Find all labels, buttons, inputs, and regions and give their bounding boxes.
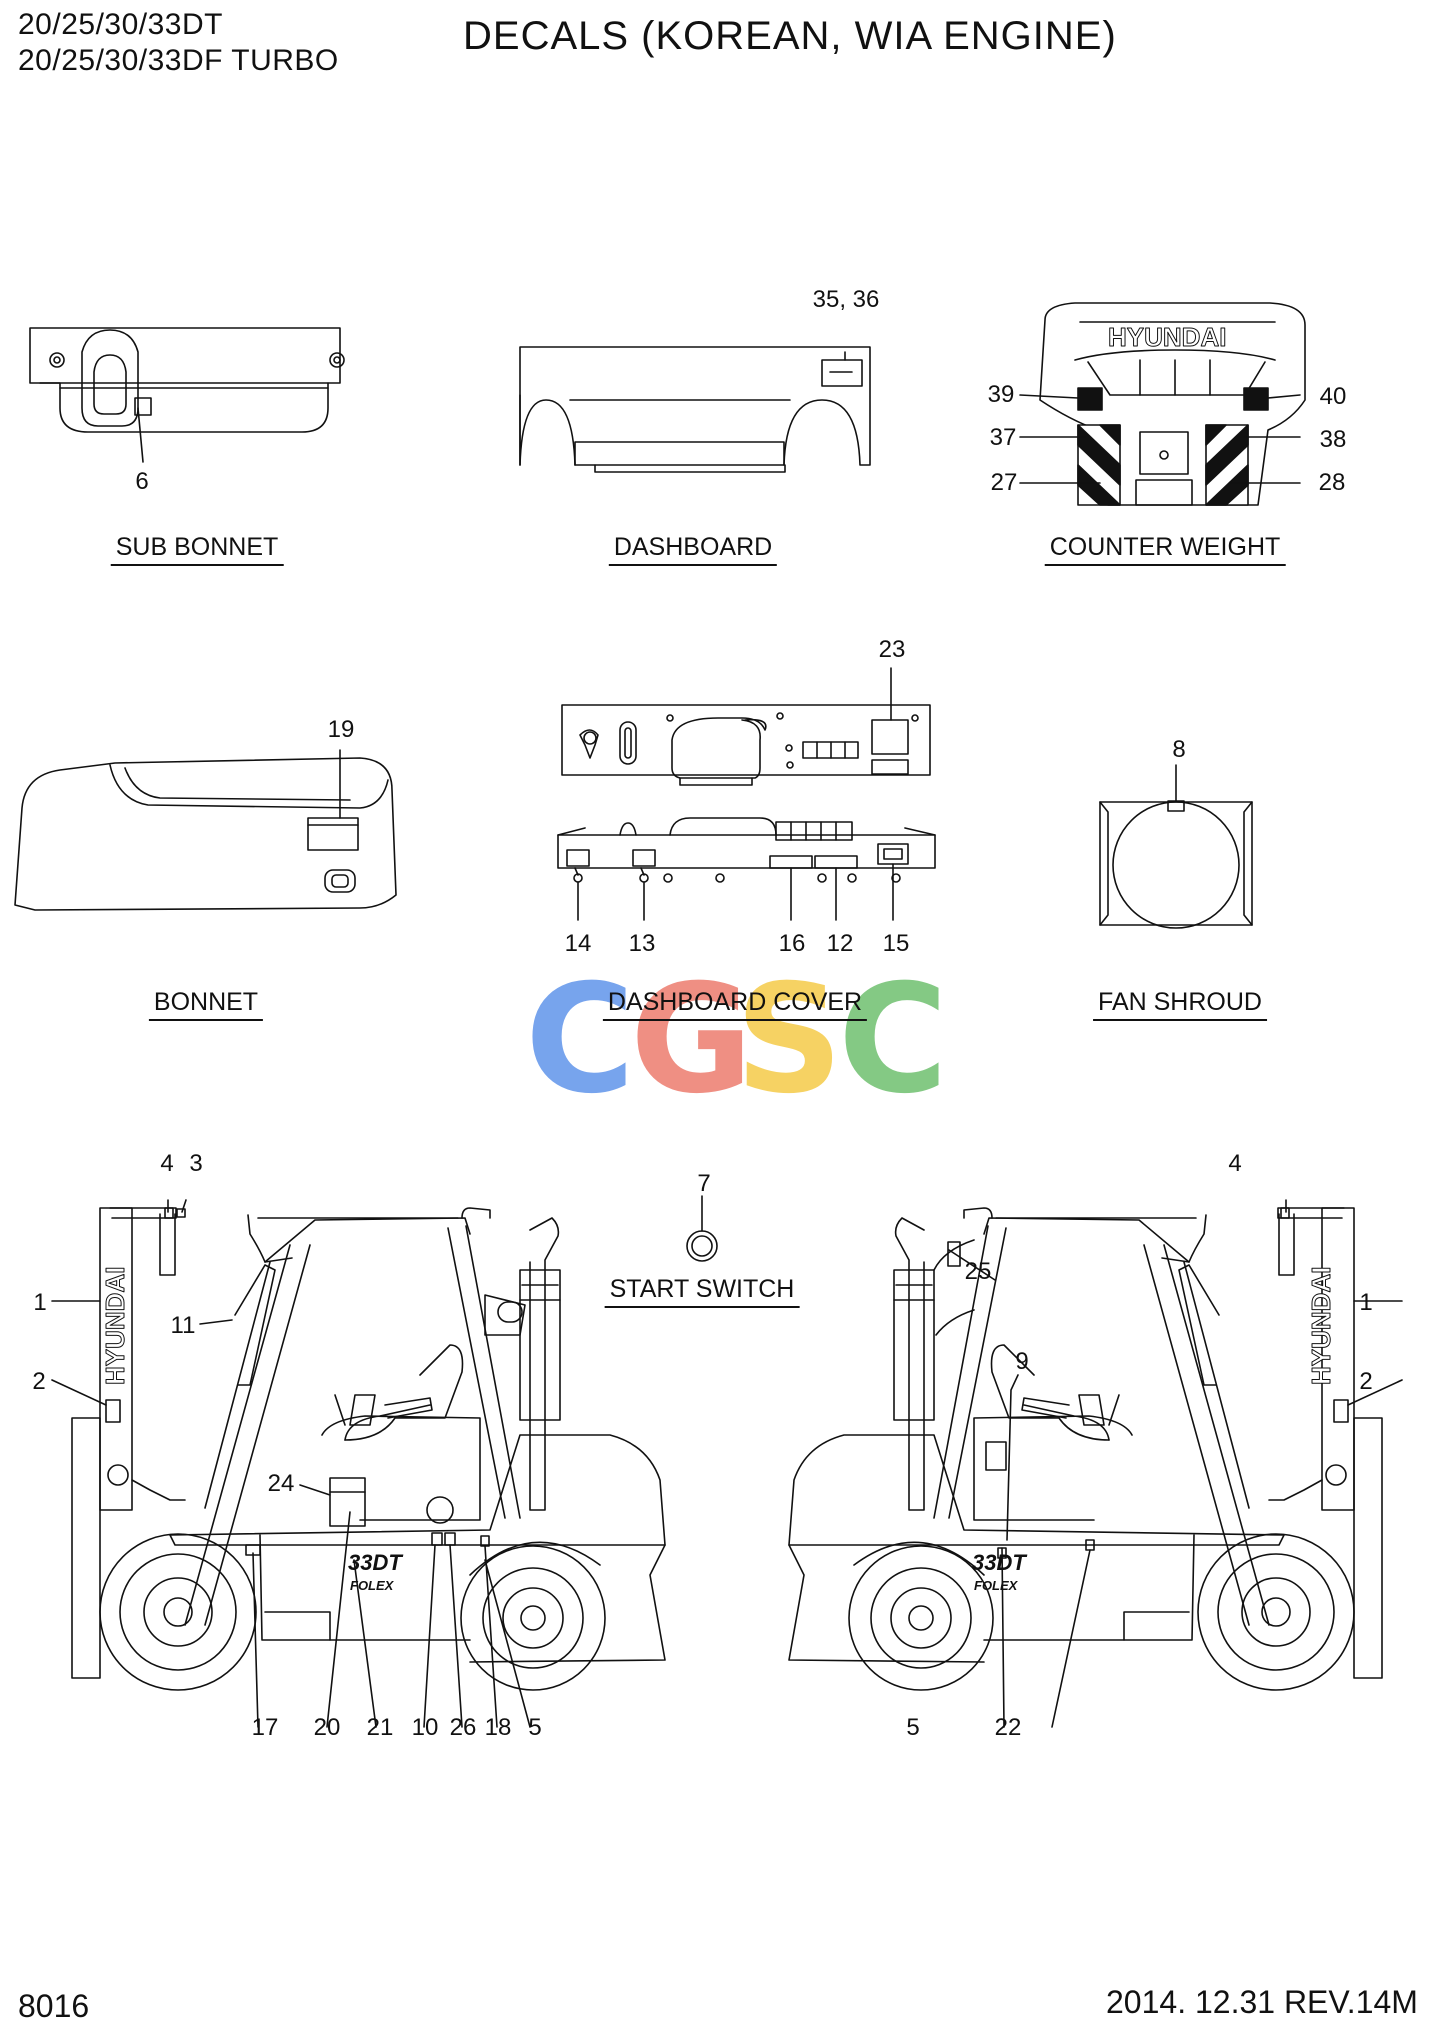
decal-39 [1078, 388, 1102, 410]
callout-28: 28 [1318, 469, 1346, 496]
right-forklift-drawing [789, 1200, 1402, 1727]
decal-2-left [106, 1400, 120, 1422]
decal-38 [1206, 425, 1248, 505]
callout-6: 6 [135, 468, 149, 495]
decal-24 [330, 1478, 365, 1526]
callout-39: 39 [987, 381, 1015, 408]
decal-15 [878, 844, 908, 864]
watermark-letter-3: S [735, 953, 844, 1127]
callout-5-left: 5 [528, 1714, 542, 1741]
decal-2-right [1334, 1400, 1348, 1422]
callout-26: 26 [449, 1714, 477, 1741]
decal-35-36 [822, 360, 862, 386]
decal-10-left [432, 1533, 442, 1545]
model-badge-right: 33DT [972, 1550, 1027, 1575]
decal-13 [633, 850, 655, 866]
decal-25 [948, 1242, 960, 1266]
callout-16: 16 [778, 930, 806, 957]
callout-1-right: 1 [1359, 1289, 1373, 1316]
callout-2-right: 2 [1359, 1368, 1373, 1395]
caption-counter-weight: COUNTER WEIGHT [1044, 533, 1286, 566]
caption-bonnet: BONNET [148, 988, 264, 1021]
left-forklift-drawing: HYUNDAI [52, 1200, 665, 1727]
decal-4-left [165, 1208, 173, 1218]
sub-bonnet-drawing [30, 328, 344, 462]
decal-16 [770, 856, 812, 868]
callout-15: 15 [882, 930, 910, 957]
caption-fan-shroud: FAN SHROUD [1093, 988, 1267, 1021]
start-switch-drawing [687, 1196, 717, 1261]
callout-21: 21 [366, 1714, 394, 1741]
callout-24: 24 [267, 1470, 295, 1497]
callout-20: 20 [313, 1714, 341, 1741]
page-title: DECALS (KOREAN, WIA ENGINE) [463, 14, 1117, 58]
caption-dashboard-cover: DASHBOARD COVER [602, 988, 868, 1021]
model-line-1: 20/25/30/33DT [18, 8, 223, 41]
decal-12 [815, 856, 857, 868]
caption-start-switch: START SWITCH [604, 1275, 800, 1308]
callout-4-right: 4 [1228, 1150, 1242, 1177]
model-line-2: 20/25/30/33DF TURBO [18, 44, 339, 77]
decal-26 [445, 1533, 455, 1545]
callout-1-left: 1 [33, 1289, 47, 1316]
callout-18: 18 [484, 1714, 512, 1741]
callout-19: 19 [327, 716, 355, 743]
series-badge-left: FOLEX [350, 1578, 395, 1593]
callout-38: 38 [1319, 426, 1347, 453]
callout-40: 40 [1319, 383, 1347, 410]
callout-5-right: 5 [906, 1714, 920, 1741]
callout-3: 3 [189, 1150, 203, 1177]
dashboard-drawing [520, 347, 870, 472]
callout-23: 23 [878, 636, 906, 663]
page-number: 8016 [18, 1988, 90, 2024]
caption-dashboard: DASHBOARD [608, 533, 778, 566]
fan-shroud-drawing [1100, 765, 1252, 928]
counter-weight-drawing: HYUNDAI [1020, 303, 1305, 505]
callout-2-left: 2 [32, 1368, 46, 1395]
dashboard-cover-top-drawing [562, 668, 930, 785]
decal-14 [567, 850, 589, 866]
callout-13: 13 [628, 930, 656, 957]
watermark-letter-1: C [525, 953, 636, 1127]
hyundai-mast-decal-left: HYUNDAI [100, 1267, 130, 1385]
callout-7: 7 [697, 1170, 711, 1197]
decal-40 [1244, 388, 1268, 410]
hyundai-mast-decal-right: HYUNDAI [1306, 1267, 1336, 1385]
callout-9: 9 [1015, 1348, 1029, 1375]
callout-4-left: 4 [160, 1150, 174, 1177]
watermark-letter-2: G [630, 953, 754, 1127]
watermark-letter-4: C [838, 953, 949, 1127]
decal-4-right [1281, 1208, 1289, 1218]
series-badge-right: FOLEX [974, 1578, 1019, 1593]
decal-37 [1078, 425, 1120, 505]
callout-11: 11 [170, 1312, 196, 1339]
callout-12: 12 [826, 930, 854, 957]
decal-23 [872, 720, 908, 754]
bonnet-drawing [15, 750, 396, 910]
decal-3-left [177, 1209, 185, 1217]
callout-25: 25 [964, 1258, 992, 1285]
brand-decal: HYUNDAI [1108, 322, 1226, 352]
dashboard-cover-bottom-drawing [558, 818, 935, 920]
callout-10: 10 [411, 1714, 439, 1741]
callout-8: 8 [1172, 736, 1186, 763]
decal-19 [308, 818, 358, 850]
callout-17: 17 [251, 1714, 279, 1741]
callout-37: 37 [989, 424, 1017, 451]
caption-sub-bonnet: SUB BONNET [110, 533, 284, 566]
callout-27: 27 [990, 469, 1018, 496]
callout-35-36: 35, 36 [812, 286, 880, 313]
revision-date: 2014. 12.31 REV.14M [1106, 1984, 1418, 2020]
model-badge-left: 33DT [348, 1550, 403, 1575]
callout-22: 22 [994, 1714, 1022, 1741]
callout-14: 14 [564, 930, 592, 957]
decal-6 [135, 398, 151, 415]
